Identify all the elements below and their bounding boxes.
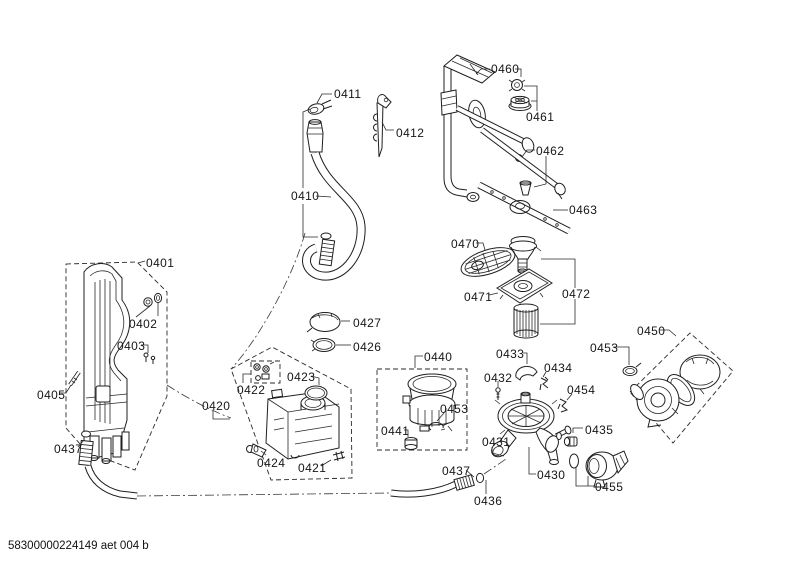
clip-0421-drawing — [332, 450, 346, 462]
part-label-0453-right: 0453 — [590, 341, 619, 355]
document-code: 58300000224149 aet 004 b — [8, 540, 149, 552]
part-label-0450: 0450 — [637, 324, 666, 338]
salt-container-drawing — [265, 388, 340, 460]
part-label-0461: 0461 — [526, 110, 555, 124]
part-label-0433: 0433 — [496, 347, 525, 361]
part-label-0435: 0435 — [585, 423, 614, 437]
crescent-0433-drawing — [515, 365, 538, 381]
salt-cap-drawing — [306, 312, 341, 352]
fittings-0422-drawing — [253, 361, 275, 381]
part-label-0437-left: 0437 — [54, 442, 83, 456]
part-label-0431: 0431 — [482, 435, 511, 449]
drain-hose-center-drawing — [390, 474, 475, 498]
part-label-0427: 0427 — [353, 316, 382, 330]
part-label-0470: 0470 — [451, 237, 480, 251]
feed-pipe-drawing — [440, 54, 566, 202]
part-label-0463: 0463 — [569, 203, 598, 217]
part-label-0422: 0422 — [237, 383, 266, 397]
inlet-hose-drawing — [302, 99, 366, 281]
leader-lines — [59, 68, 677, 494]
cap-nut-0460-0461-drawing — [508, 79, 532, 111]
circulation-pump-drawing — [630, 354, 721, 428]
valve-0435-drawing — [556, 432, 578, 447]
part-label-0403: 0403 — [117, 339, 146, 353]
part-label-0412: 0412 — [396, 126, 425, 140]
heater-pump-drawing — [402, 373, 457, 450]
part-label-0411: 0411 — [334, 87, 362, 101]
dashed-box-0440 — [376, 368, 468, 451]
part-label-0440: 0440 — [424, 350, 453, 364]
sump-drawing — [491, 391, 572, 465]
part-label-0421: 0421 — [298, 461, 327, 475]
part-label-0423: 0423 — [287, 370, 316, 384]
filter-assembly-0472-drawing — [496, 236, 553, 339]
screw-0432-drawing — [495, 387, 501, 400]
screws-0403-drawing — [143, 352, 156, 364]
spike-0412-drawing — [373, 94, 392, 158]
heat-exchanger-drawing — [83, 263, 131, 464]
part-label-0410: 0410 — [291, 189, 320, 203]
part-label-0430: 0430 — [537, 468, 566, 482]
part-label-0424: 0424 — [257, 456, 286, 470]
part-label-0405: 0405 — [37, 388, 66, 402]
dashed-box-0422 — [250, 360, 281, 384]
part-label-0453-mid: 0453 — [440, 402, 469, 416]
part-label-0455: 0455 — [595, 480, 624, 494]
dashed-box-0450 — [629, 332, 734, 444]
oring-0423-drawing — [304, 385, 328, 401]
part-label-0460: 0460 — [491, 62, 520, 76]
valve-0424-drawing — [246, 443, 267, 458]
clip-0434-drawing — [539, 376, 549, 391]
dashed-box-0401 — [65, 261, 168, 471]
part-label-0437-center: 0437 — [442, 464, 471, 478]
part-label-0401: 0401 — [146, 256, 175, 270]
part-label-0441: 0441 — [381, 424, 410, 438]
clip-0454-drawing — [557, 398, 569, 413]
clamp-0453-right-drawing — [622, 362, 642, 377]
part-label-0471: 0471 — [464, 290, 493, 304]
part-label-0454: 0454 — [567, 383, 596, 397]
part-label-0436: 0436 — [474, 494, 503, 508]
spray-arm-drawing — [477, 181, 571, 235]
part-label-0472: 0472 — [562, 287, 591, 301]
drain-pump-drawing — [569, 450, 629, 488]
part-label-0432: 0432 — [484, 371, 513, 385]
part-label-0402: 0402 — [129, 317, 158, 331]
oring-0436-drawing — [475, 472, 485, 484]
part-label-0434: 0434 — [544, 361, 573, 375]
seal-rings-0402-drawing — [143, 292, 163, 307]
part-label-0426: 0426 — [353, 340, 382, 354]
part-label-0420: 0420 — [202, 399, 231, 413]
pin-0405-drawing — [68, 370, 81, 387]
part-label-0462: 0462 — [536, 144, 565, 158]
drain-hose-left-drawing — [78, 430, 138, 500]
dashed-box-0420 — [230, 346, 353, 481]
